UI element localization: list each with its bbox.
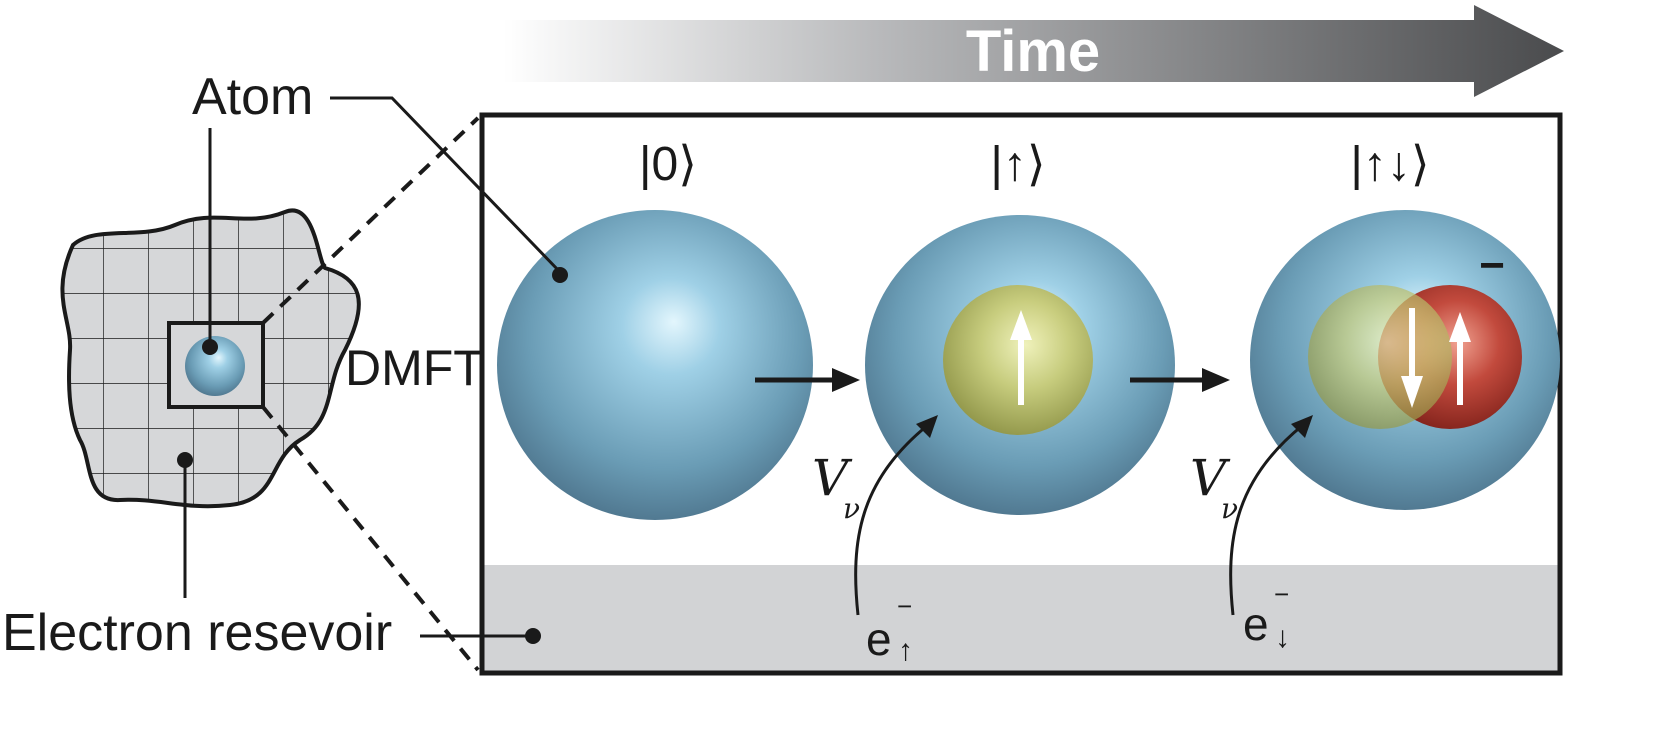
- coupling-subscript-2: ν: [1221, 492, 1238, 525]
- state-empty-atom: [497, 210, 813, 520]
- electron-labels: e − ↑ e − ↓: [866, 579, 1290, 667]
- electron-reservoir-band: [482, 565, 1560, 673]
- state-spin-up-atom: [865, 215, 1175, 515]
- charge-mark: −: [1479, 241, 1505, 290]
- transition-arrows: [755, 368, 1230, 392]
- dmft-label: DMFT: [345, 340, 484, 396]
- hybridization-arrows: [854, 415, 1313, 616]
- zoom-lines: [261, 116, 480, 672]
- ket-empty: |0⟩: [639, 138, 697, 191]
- coupling-subscript-1: ν: [843, 492, 860, 525]
- ket-spin-up: |↑⟩: [990, 138, 1045, 191]
- ket-double: |↑↓⟩: [1350, 138, 1429, 191]
- electron-up-spin: ↑: [898, 634, 913, 667]
- state-double-atom: −: [1250, 210, 1560, 510]
- zoom-frame: [479, 112, 1563, 676]
- time-label: Time: [966, 19, 1100, 84]
- spin-up-arrow-icon: [1010, 310, 1032, 340]
- electron-down-spin: ↓: [1275, 621, 1290, 654]
- spin-down-electron-yellow: [1308, 285, 1452, 429]
- coupling-symbol-2: V: [1190, 449, 1231, 507]
- coupling-labels: V ν V ν: [812, 449, 1238, 525]
- electron-down-symbol: e: [1243, 598, 1269, 650]
- small-atom: [185, 336, 245, 396]
- coupling-symbol-1: V: [812, 449, 853, 507]
- state-labels: |0⟩ |↑⟩ |↑↓⟩: [639, 138, 1430, 191]
- electron-up-symbol: e: [866, 613, 892, 665]
- leader-lines: [183, 96, 562, 638]
- spin-down-arrow-icon: [1401, 376, 1423, 408]
- spin-up-arrow-icon: [1449, 312, 1471, 342]
- leader-dots: [177, 267, 568, 644]
- electron-down-charge: −: [1274, 579, 1289, 609]
- atom-label: Atom: [192, 68, 313, 126]
- time-arrow: Time: [503, 5, 1564, 97]
- electron-reservoir-label: Electron resevoir: [2, 604, 392, 662]
- electron-up-charge: −: [897, 591, 912, 621]
